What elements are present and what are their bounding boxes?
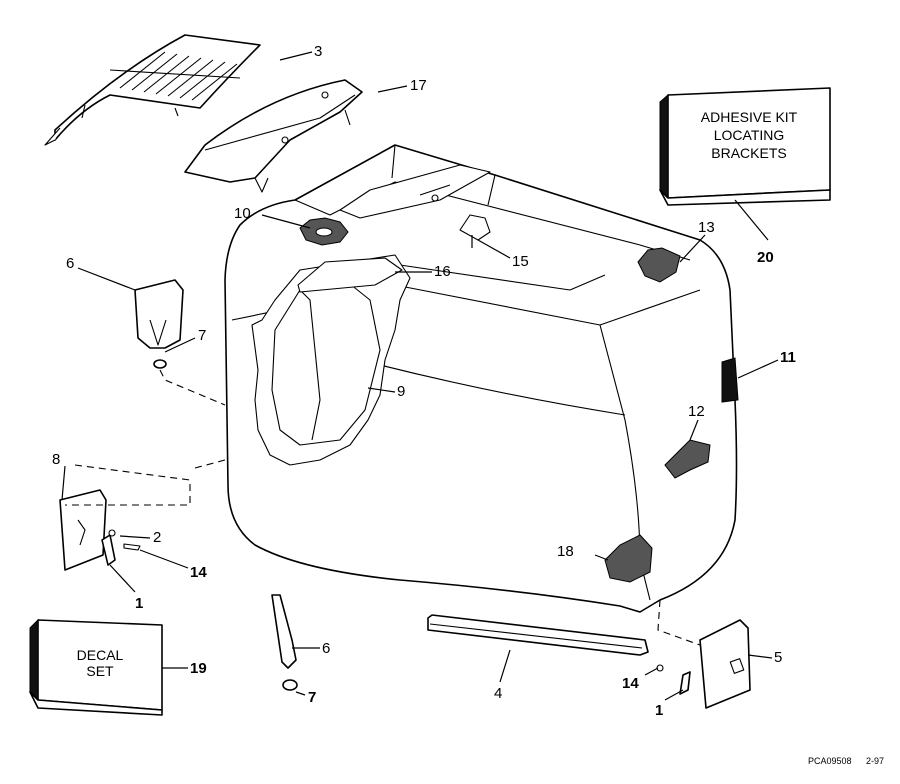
decal-set-box: DECAL SET xyxy=(29,618,163,716)
adhesive-kit-box: ADHESIVE KIT LOCATING BRACKETS xyxy=(659,87,831,206)
adhesive-kit-line1: ADHESIVE KIT xyxy=(701,109,798,125)
footer: PCA09508 2-97 xyxy=(808,756,884,766)
leader-lines xyxy=(61,51,779,701)
bracket-part-6-upper xyxy=(134,279,184,349)
adhesive-kit-line3: BRACKETS xyxy=(711,145,786,161)
label-19: 19 xyxy=(190,660,207,677)
top-cover-part-17 xyxy=(184,79,363,193)
decal-set-line2: SET xyxy=(86,663,114,679)
side-panel-part-8 xyxy=(59,489,107,571)
label-7-lower: 7 xyxy=(308,689,316,706)
label-20: 20 xyxy=(757,249,774,266)
latch-part-1-right xyxy=(679,671,691,695)
label-11: 11 xyxy=(780,349,796,366)
rear-panel-part-5 xyxy=(699,619,751,709)
label-14-left: 14 xyxy=(190,564,207,581)
label-14-right: 14 xyxy=(622,675,639,692)
label-2: 2 xyxy=(153,529,161,546)
engine-cowl xyxy=(224,144,739,613)
label-13: 13 xyxy=(698,219,715,236)
vent-grille-part-3 xyxy=(44,34,261,146)
plug-part-7-upper xyxy=(153,359,167,369)
label-6-lower: 6 xyxy=(322,640,330,657)
label-1-right: 1 xyxy=(655,702,663,719)
adhesive-kit-line2: LOCATING xyxy=(714,127,785,143)
label-7-upper: 7 xyxy=(198,327,206,344)
trim-strip-part-4 xyxy=(427,614,649,656)
latch-part-1-left xyxy=(101,534,116,566)
label-18: 18 xyxy=(557,543,574,560)
label-17: 17 xyxy=(410,77,427,94)
label-10: 10 xyxy=(234,205,251,222)
label-8: 8 xyxy=(52,451,60,468)
footer-date: 2-97 xyxy=(866,756,884,766)
screw-part-14-left xyxy=(123,543,141,551)
bracket-part-6-lower xyxy=(271,594,297,669)
plug-part-7-lower xyxy=(282,679,298,691)
decal-set-line1: DECAL xyxy=(77,647,124,663)
label-15: 15 xyxy=(512,253,529,270)
grille-slots xyxy=(109,51,241,101)
label-5: 5 xyxy=(774,649,782,666)
label-12: 12 xyxy=(688,403,705,420)
label-4: 4 xyxy=(494,685,502,702)
label-1-left: 1 xyxy=(135,595,143,612)
assembly-lines xyxy=(65,369,701,646)
screw-part-2 xyxy=(108,529,116,537)
footer-code: PCA09508 xyxy=(808,756,852,766)
part-labels: 3 17 20 6 7 10 15 16 9 13 11 12 18 8 2 1… xyxy=(52,43,796,719)
label-16: 16 xyxy=(434,263,451,280)
label-3: 3 xyxy=(314,43,322,60)
label-9: 9 xyxy=(397,383,405,400)
label-6-upper: 6 xyxy=(66,255,74,272)
